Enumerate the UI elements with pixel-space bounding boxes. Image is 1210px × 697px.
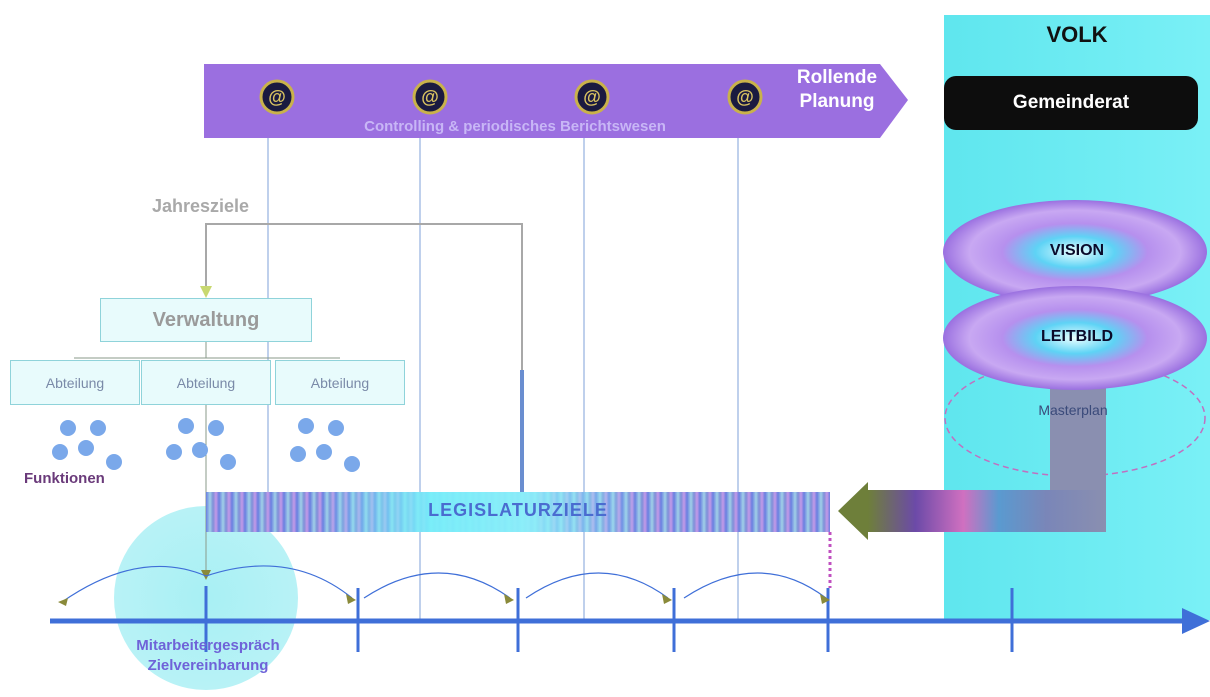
vision-label: VISION	[1049, 242, 1105, 259]
svg-text:@: @	[583, 87, 601, 107]
org-connectors	[74, 342, 340, 578]
arc-arrowheads	[58, 594, 830, 606]
vision-ring	[943, 200, 1207, 304]
rollende-planung-arrow	[204, 64, 908, 138]
leitbild-ring	[943, 286, 1207, 390]
controlling-at-icon: @	[259, 79, 295, 115]
rollende-line-1: Rollende	[796, 67, 878, 88]
funktionen-label: Funktionen	[24, 470, 105, 487]
rollende-planung-label: Rollende Planung	[782, 66, 892, 114]
volk-title: VOLK	[1046, 22, 1108, 47]
verwaltung-box: Verwaltung	[100, 298, 312, 342]
gemeinderat-box: Gemeinderat	[944, 76, 1198, 130]
rollende-line-2: Planung	[799, 91, 875, 112]
masterplan-arrowhead	[838, 482, 868, 540]
jahresziele-connector	[200, 223, 524, 492]
abteilung-box: Abteilung	[141, 360, 271, 405]
svg-text:@: @	[268, 87, 286, 107]
mitarbeiter-line-1: Mitarbeitergespräch	[136, 637, 280, 654]
cycle-arcs	[61, 565, 827, 603]
svg-text:@: @	[736, 87, 754, 107]
timeline-arrowhead	[1182, 608, 1210, 634]
mitarbeitergespraech-label: Mitarbeitergespräch Zielvereinbarung	[108, 636, 308, 676]
timeline-ticks	[204, 586, 1014, 652]
legislaturziele-glow	[320, 492, 640, 532]
down-arrowhead	[201, 570, 211, 580]
masterplan-tail	[868, 490, 1106, 532]
controlling-at-icon: @	[412, 79, 448, 115]
abteilung-box: Abteilung	[275, 360, 405, 405]
controlling-icons: @ @ @ @	[259, 79, 763, 115]
controlling-caption: Controlling & periodisches Berichtswesen	[364, 118, 666, 135]
controlling-at-icon: @	[574, 79, 610, 115]
masterplan-label: Masterplan	[1038, 402, 1108, 418]
svg-text:@: @	[421, 87, 439, 107]
controlling-at-icon: @	[727, 79, 763, 115]
jahresziele-label: Jahresziele	[152, 196, 250, 216]
funktionen-dots	[52, 418, 360, 472]
mitarbeiter-line-2: Zielvereinbarung	[147, 657, 269, 674]
legislaturziele-label: LEGISLATURZIELE	[428, 500, 608, 520]
leitbild-label: LEITBILD	[1041, 328, 1113, 345]
abteilung-box: Abteilung	[10, 360, 140, 405]
